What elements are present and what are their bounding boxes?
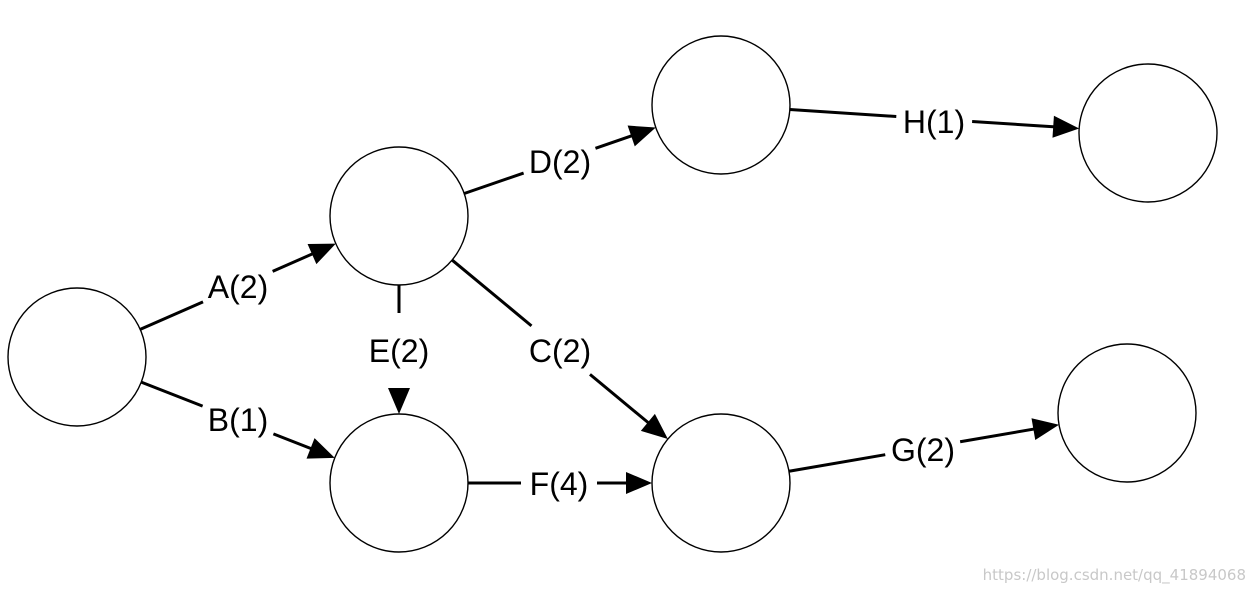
edge-segment (272, 251, 315, 273)
edges-layer (139, 108, 1080, 494)
edge-segment (272, 432, 313, 451)
nodes-layer (7, 35, 1218, 553)
labels-layer: A(2) B(1) D(2) E(2) C(2) F(4) H(1) G(2) (208, 104, 965, 502)
edge-segment (594, 133, 634, 150)
edge-segment (959, 427, 1036, 444)
edge-segment (463, 171, 525, 195)
node-circle-n3 (329, 413, 469, 553)
edge-segment (972, 119, 1056, 129)
arrowhead-icon (640, 413, 668, 439)
node-circle-n2 (329, 146, 469, 286)
edge-label-F: F(4) (530, 466, 589, 502)
edge-D (463, 125, 656, 195)
edge-label-A: A(2) (208, 269, 268, 305)
watermark: https://blog.csdn.net/qq_41894068 (982, 566, 1246, 584)
edge-H (789, 108, 1080, 138)
arrowhead-icon (627, 125, 656, 147)
arrowhead-icon (626, 472, 652, 494)
edge-B (140, 380, 335, 459)
edge-label-H: H(1) (903, 104, 965, 140)
edge-label-E: E(2) (369, 333, 429, 369)
arrowhead-icon (388, 388, 410, 414)
node-circle-n6 (1078, 63, 1218, 203)
edge-C (451, 258, 668, 439)
edge-segment (140, 380, 204, 408)
edge-segment (788, 453, 886, 473)
node-circle-n7 (1057, 343, 1197, 483)
node-circle-n5 (651, 413, 791, 553)
edge-segment (789, 108, 897, 118)
edge-label-D: D(2) (529, 144, 591, 180)
arrowhead-icon (306, 438, 335, 459)
edge-segment (589, 373, 651, 425)
arrowhead-icon (307, 243, 336, 265)
edge-label-B: B(1) (208, 402, 268, 438)
edge-segment (139, 300, 204, 331)
edge-label-G: G(2) (891, 432, 955, 468)
node-circle-n4 (651, 35, 791, 175)
arrowhead-icon (1052, 115, 1080, 138)
edge-segment (451, 258, 533, 328)
edge-label-C: C(2) (529, 333, 591, 369)
edge-F (468, 472, 652, 494)
edge-E (388, 285, 410, 414)
node-circle-n1 (7, 287, 147, 427)
edge-A (139, 243, 336, 331)
edge-G (788, 418, 1060, 473)
arrowhead-icon (1031, 418, 1060, 440)
